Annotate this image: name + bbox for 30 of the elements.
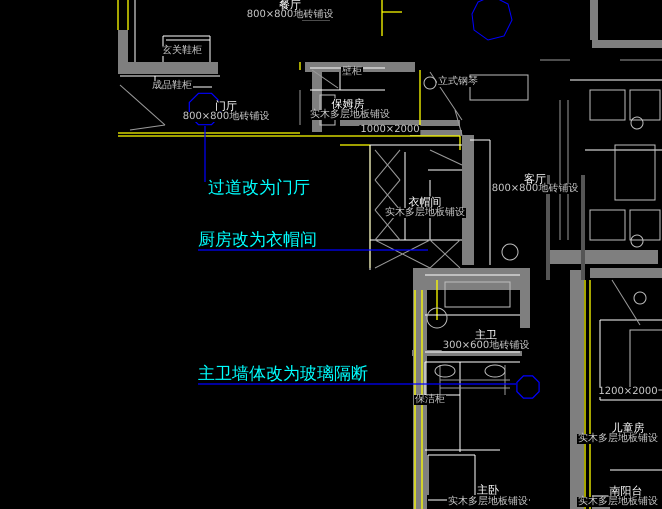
room-note: 实木多层地板铺设 bbox=[384, 208, 466, 218]
room-name: 门厅 bbox=[214, 100, 238, 112]
room-note: 800×800地砖铺设 bbox=[182, 112, 270, 122]
room-name: 儿童房 bbox=[610, 422, 646, 434]
room-name: 主卧 bbox=[476, 484, 500, 496]
leader-line bbox=[198, 383, 516, 385]
room-note: 实木多层地板铺设 bbox=[577, 497, 659, 507]
annotation-text: 厨房改为衣帽间 bbox=[198, 232, 317, 249]
room-note: 800×800地砖铺设 bbox=[490, 184, 580, 194]
leader-line bbox=[204, 126, 206, 183]
room-name: 保姆房 bbox=[330, 98, 366, 110]
room-note: 成品鞋柜 bbox=[151, 81, 193, 91]
annotation-text: 主卫墙体改为玻璃隔断 bbox=[198, 366, 368, 383]
room-note: 800×800地砖铺设 bbox=[246, 10, 334, 20]
room-note: 1000×2000 bbox=[359, 125, 421, 135]
room-note: 300×600地砖铺设 bbox=[442, 341, 530, 351]
room-note: 1200×2000 bbox=[597, 387, 659, 397]
room-name: 主卫 bbox=[474, 330, 498, 340]
annotation-text: 过道改为门厅 bbox=[208, 180, 310, 197]
room-name: 衣帽间 bbox=[408, 196, 442, 208]
room-note: 实木多层地板铺设 bbox=[577, 434, 659, 444]
leader-line bbox=[198, 249, 428, 251]
room-name: 客厅 bbox=[523, 174, 547, 184]
room-name: 南阳台 bbox=[608, 486, 644, 496]
room-note: 实木多层地板铺设 bbox=[447, 497, 529, 507]
room-note: 保洁柜 bbox=[414, 395, 446, 405]
room-note: 立式钢琴 bbox=[437, 77, 479, 87]
room-note: 实木多层地板铺设 bbox=[309, 110, 391, 120]
room-note: 壁柜 bbox=[341, 67, 363, 77]
room-note: 玄关鞋柜 bbox=[161, 46, 203, 56]
